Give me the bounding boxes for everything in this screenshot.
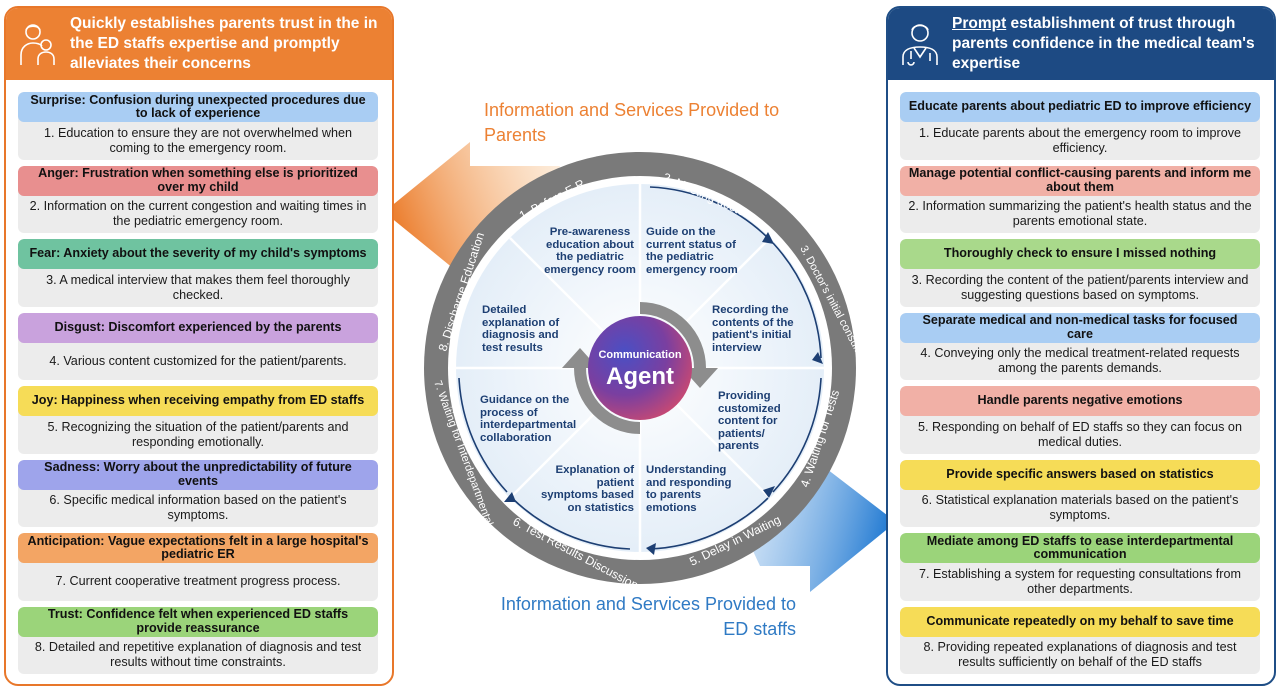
left-card-body: 1. Education to ensure they are not over… (43, 125, 353, 155)
left-card: Surprise: Confusion during unexpected pr… (18, 92, 378, 160)
service-7: Guidance on the process of interdepartme… (480, 394, 577, 444)
left-panel-parents: Quickly establishes parents trust in the… (4, 6, 394, 686)
flow-label-parents-text: Information and Services Provided to Par… (484, 100, 780, 145)
parent-child-icon (6, 8, 70, 80)
left-card-body: 5. Recognizing the situation of the pati… (47, 419, 349, 449)
right-card-title: Manage potential conflict-causing parent… (900, 165, 1260, 196)
left-card-body: 6. Specific medical information based on… (49, 493, 347, 522)
right-card-title: Handle parents negative emotions (900, 386, 1260, 416)
right-panel-title-rest: establishment of trust through parents c… (952, 15, 1255, 72)
service-6: Explanation of patient symptoms based on… (540, 464, 634, 514)
right-panel-title-prefix: Prompt (952, 15, 1007, 32)
right-panel-title: Prompt establishment of trust through pa… (952, 14, 1274, 74)
service-5: Understanding and responding to parents … (646, 464, 732, 514)
right-card-list: Educate parents about pediatric ED to im… (900, 92, 1260, 680)
right-card-title: Mediate among ED staffs to ease interdep… (900, 533, 1260, 563)
left-card-body: 4. Various content customized for the pa… (49, 353, 347, 368)
left-card-title: Disgust: Discomfort experienced by the p… (18, 312, 378, 343)
agent-cycle-arrows (562, 302, 718, 434)
left-card-title: Anticipation: Vague expectations felt in… (18, 533, 378, 563)
left-panel-header: Quickly establishes parents trust in the… (6, 8, 392, 80)
left-card-title: Fear: Anxiety about the severity of my c… (18, 239, 378, 269)
agent-subtitle: Communication (598, 349, 682, 361)
flow-label-parents: Information and Services Provided to Par… (484, 98, 784, 148)
doctor-icon (888, 8, 952, 80)
left-card-body: 7. Current cooperative treatment progres… (55, 574, 341, 588)
left-card: Disgust: Discomfort experienced by the p… (18, 312, 378, 380)
left-card-title: Anger: Frustration when something else i… (18, 165, 378, 196)
left-card-list: Surprise: Confusion during unexpected pr… (18, 92, 378, 680)
left-card-title: Joy: Happiness when receiving empathy fr… (18, 386, 378, 416)
right-card: Educate parents about pediatric ED to im… (900, 92, 1260, 160)
right-card: Thoroughly check to ensure I missed noth… (900, 239, 1260, 307)
right-card-body: 6. Statistical explanation materials bas… (921, 493, 1239, 522)
left-card: Anticipation: Vague expectations felt in… (18, 533, 378, 601)
left-card: Trust: Confidence felt when experienced … (18, 606, 378, 674)
service-8: Detailed explanation of diagnosis and te… (482, 304, 560, 354)
left-panel-title: Quickly establishes parents trust in the… (70, 15, 378, 72)
service-2: Guide on the current status of the pedia… (646, 226, 738, 276)
cycle-arrowheads (504, 232, 823, 555)
right-panel-header: Prompt establishment of trust through pa… (888, 8, 1274, 80)
right-card-body: 4. Conveying only the medical treatment-… (920, 346, 1240, 375)
right-card-body: 1. Educate parents about the emergency r… (918, 125, 1242, 155)
service-1: Pre-awareness education about the pediat… (544, 226, 636, 276)
left-card-title: Trust: Confidence felt when experienced … (18, 606, 378, 637)
right-card: Separate medical and non-medical tasks f… (900, 312, 1260, 380)
right-card-body: 3. Recording the content of the patient/… (911, 272, 1249, 302)
left-card-body: 2. Information on the current congestion… (29, 199, 367, 228)
right-card: Provide specific answers based on statis… (900, 459, 1260, 527)
right-card-title: Educate parents about pediatric ED to im… (900, 92, 1260, 122)
right-card-body: 5. Responding on behalf of ED staffs so … (918, 419, 1242, 449)
left-card-body: 3. A medical interview that makes them f… (46, 272, 350, 302)
service-4: Providing customized content for patient… (718, 390, 781, 453)
right-card-title: Communicate repeatedly on my behalf to s… (900, 606, 1260, 637)
left-card: Anger: Frustration when something else i… (18, 165, 378, 233)
left-card: Fear: Anxiety about the severity of my c… (18, 239, 378, 307)
right-card-body: 8. Providing repeated explanations of di… (923, 640, 1237, 669)
left-card: Sadness: Worry about the unpredictabilit… (18, 459, 378, 527)
right-card: Mediate among ED staffs to ease interdep… (900, 533, 1260, 601)
left-card-title: Surprise: Confusion during unexpected pr… (18, 92, 378, 122)
agent-circle (588, 316, 692, 420)
right-panel-staff: Prompt establishment of trust through pa… (886, 6, 1276, 686)
service-3: Recording the contents of the patient's … (712, 304, 794, 354)
right-card-title: Provide specific answers based on statis… (900, 459, 1260, 490)
right-card-body: 2. Information summarizing the patient's… (908, 199, 1252, 228)
agent-title: Agent (606, 363, 674, 390)
right-card-body: 7. Establishing a system for requesting … (919, 566, 1241, 596)
flow-label-staff-text: Information and Services Provided to ED … (500, 594, 796, 639)
right-card-title: Thoroughly check to ensure I missed noth… (900, 239, 1260, 269)
right-card: Manage potential conflict-causing parent… (900, 165, 1260, 233)
left-card: Joy: Happiness when receiving empathy fr… (18, 386, 378, 454)
right-card-title: Separate medical and non-medical tasks f… (900, 312, 1260, 343)
left-card-title: Sadness: Worry about the unpredictabilit… (18, 459, 378, 490)
flow-label-staff: Information and Services Provided to ED … (496, 592, 796, 642)
left-card-body: 8. Detailed and repetitive explanation o… (34, 640, 362, 669)
cycle-arrows (458, 186, 822, 550)
right-card: Communicate repeatedly on my behalf to s… (900, 606, 1260, 674)
